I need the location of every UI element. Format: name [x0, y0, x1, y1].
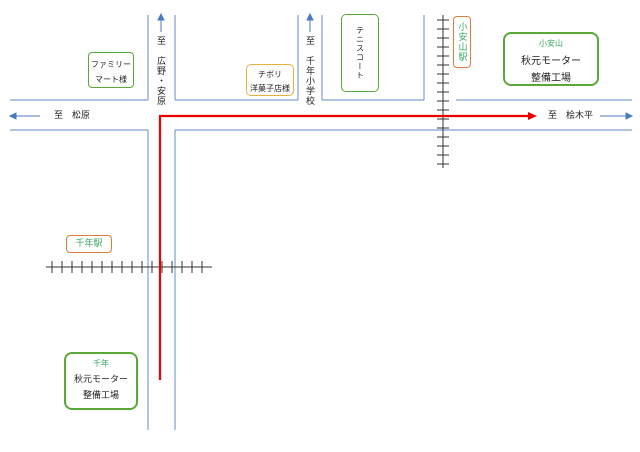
road-label-east: 至 桧木平 [548, 111, 594, 121]
road-label-north-b: 至 千年小学校 [304, 36, 314, 106]
chibori-line2: 洋菓子店様 [250, 84, 290, 93]
office-sennen-sub: 整備工場 [82, 391, 119, 401]
sennen-station-box: 千年駅 [66, 235, 112, 253]
family-mart-box: ファミリー マート様 [88, 52, 134, 88]
route-line [158, 112, 537, 380]
office-koyasuyama-sub: 整備工場 [531, 73, 571, 84]
office-sennen-area: 千年 [93, 359, 109, 368]
family-mart-line2: マート様 [95, 75, 127, 84]
office-koyasuyama-name: 秋元モーター [521, 56, 581, 67]
chibori-box: チボリ 洋菓子店様 [246, 64, 294, 96]
chibori-line1: チボリ [258, 70, 282, 79]
office-sennen-box: 千年 秋元モーター 整備工場 [64, 352, 138, 410]
railway-tracks [46, 15, 449, 273]
tennis-court-label: テニスコート [355, 26, 365, 80]
office-koyasuyama-box: 小安山 秋元モーター 整備工場 [503, 32, 599, 86]
tennis-court-box: テニスコート [341, 14, 379, 92]
road-label-west: 至 松原 [54, 111, 91, 121]
road-lines [10, 15, 632, 430]
koyasuyama-station-box: 小安山駅 [453, 16, 471, 68]
road-label-north-a: 至 広野・安原 [155, 36, 165, 106]
office-sennen-name: 秋元モーター [73, 375, 128, 385]
family-mart-line1: ファミリー [91, 60, 131, 69]
koyasuyama-station-label: 小安山駅 [456, 22, 467, 62]
direction-arrows [8, 12, 634, 120]
office-koyasuyama-area: 小安山 [539, 39, 563, 48]
sennen-station-label: 千年駅 [75, 239, 103, 249]
